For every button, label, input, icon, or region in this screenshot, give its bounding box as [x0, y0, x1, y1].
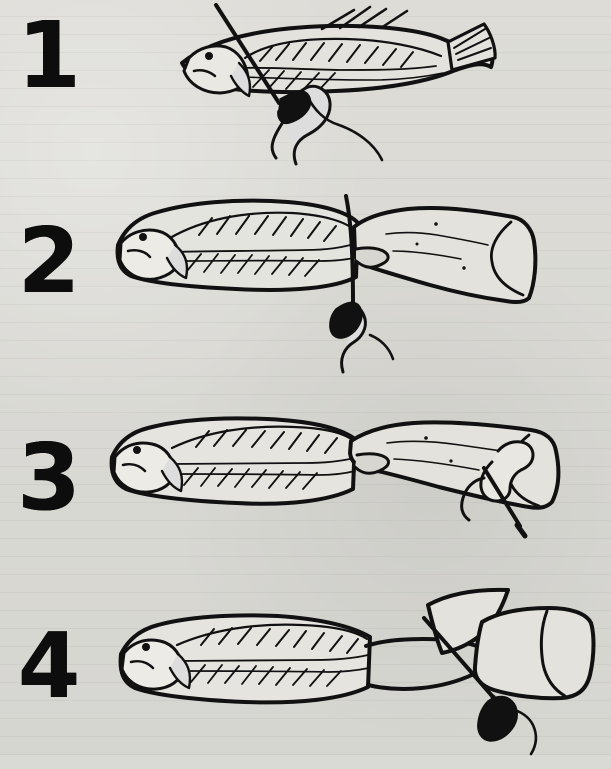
step-4-panel: 4 — [0, 575, 611, 765]
step-3-panel: 3 — [0, 375, 611, 565]
step-1-illustration — [100, 0, 611, 190]
step-1-panel: 1 — [0, 0, 611, 190]
step-3-number: 3 — [10, 432, 86, 524]
step-4-illustration — [100, 575, 611, 765]
step-2-illustration — [100, 165, 611, 355]
step-1-number: 1 — [10, 10, 86, 102]
step-3-illustration — [100, 375, 611, 565]
step-2-panel: 2 — [0, 165, 611, 355]
step-3-svg — [100, 375, 611, 565]
step-4-number: 4 — [10, 622, 86, 712]
step-2-svg — [100, 165, 611, 375]
step-2-number: 2 — [10, 217, 86, 307]
step-4-svg — [100, 575, 611, 765]
step-1-svg — [100, 0, 611, 190]
